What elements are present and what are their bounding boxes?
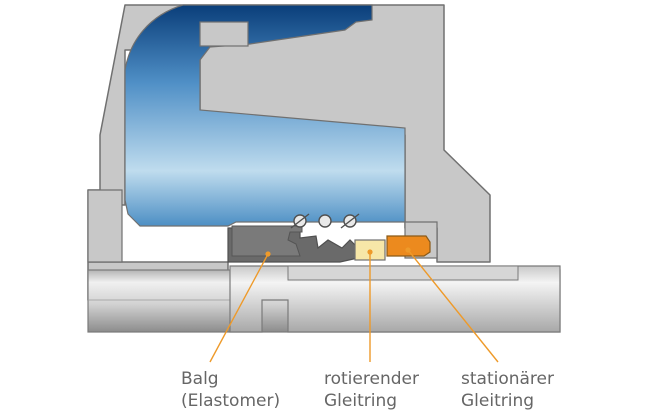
label-rotating-ring-line1: rotierender: [324, 369, 419, 389]
label-bellows-line1: Balg: [181, 369, 219, 389]
stationary-seal-ring: [386, 235, 431, 257]
housing-cap: [199, 21, 249, 47]
label-rotating-ring-line2: Gleitring: [324, 391, 398, 411]
leader-stationary-ring: [407, 249, 499, 363]
label-bellows: Balg (Elastomer): [181, 368, 280, 412]
fluid-chamber: [124, 4, 406, 227]
leader-dot-rotating-ring: [367, 249, 373, 255]
spring-coils: [290, 213, 360, 229]
bellows-retainer: [231, 225, 303, 257]
leader-dot-stationary-ring: [405, 247, 411, 253]
housing-left-block: [87, 189, 123, 263]
label-stationary-ring-line2: Gleitring: [461, 391, 535, 411]
leader-lines: [209, 249, 499, 363]
leader-bellows: [209, 253, 269, 363]
label-rotating-ring: rotierender Gleitring: [324, 368, 419, 412]
leader-dot-bellows: [265, 251, 271, 257]
label-stationary-ring: stationärer Gleitring: [461, 368, 554, 412]
shaft-sleeve: [229, 265, 561, 333]
label-bellows-line2: (Elastomer): [181, 391, 281, 411]
label-stationary-ring-line1: stationärer: [461, 369, 554, 389]
